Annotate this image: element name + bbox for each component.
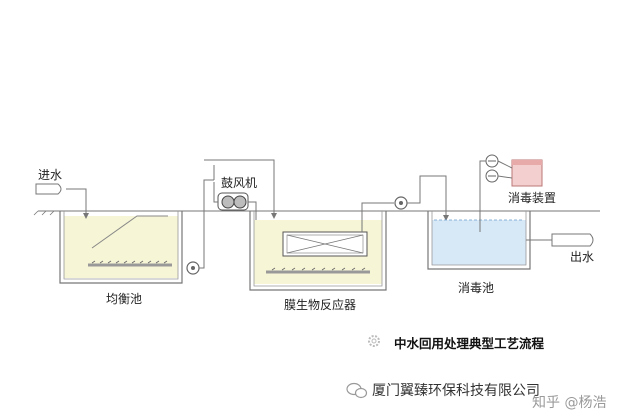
inlet-pipe: [35, 183, 89, 219]
label-inlet: 进水: [38, 168, 63, 182]
transfer-pipe-2: [407, 175, 447, 220]
label-mbr: 膜生物反应器: [284, 298, 357, 312]
label-outlet: 出水: [570, 250, 595, 264]
mbr-tank: [249, 211, 387, 291]
ground-hatch-left: [33, 210, 55, 216]
blower: [213, 182, 249, 211]
arrow-1: [271, 213, 277, 219]
outlet-pipe: [526, 233, 594, 247]
gear-icon: [368, 335, 380, 347]
label-disinfection-tank: 消毒池: [458, 281, 495, 295]
label-blower: 鼓风机: [221, 176, 258, 190]
transfer-pipe-1: [204, 159, 275, 218]
lift-pump-1: [186, 179, 214, 275]
company-footer: 厦门翼臻环保科技有限公司: [372, 383, 540, 399]
disinfection-tank: [427, 211, 531, 270]
wechat-icon: [346, 382, 368, 399]
watermark: 知乎 @杨浩: [532, 395, 607, 411]
equalization-tank: [59, 211, 183, 284]
diagram-title: 中水回用处理典型工艺流程: [394, 336, 545, 351]
arrow-2: [443, 215, 449, 221]
suction-pump: [394, 196, 408, 210]
label-disinfection-device: 消毒装置: [508, 191, 557, 205]
suction-pipe: [361, 202, 394, 232]
disinfection-device: [479, 154, 543, 232]
label-equalization-tank: 均衡池: [106, 292, 143, 306]
